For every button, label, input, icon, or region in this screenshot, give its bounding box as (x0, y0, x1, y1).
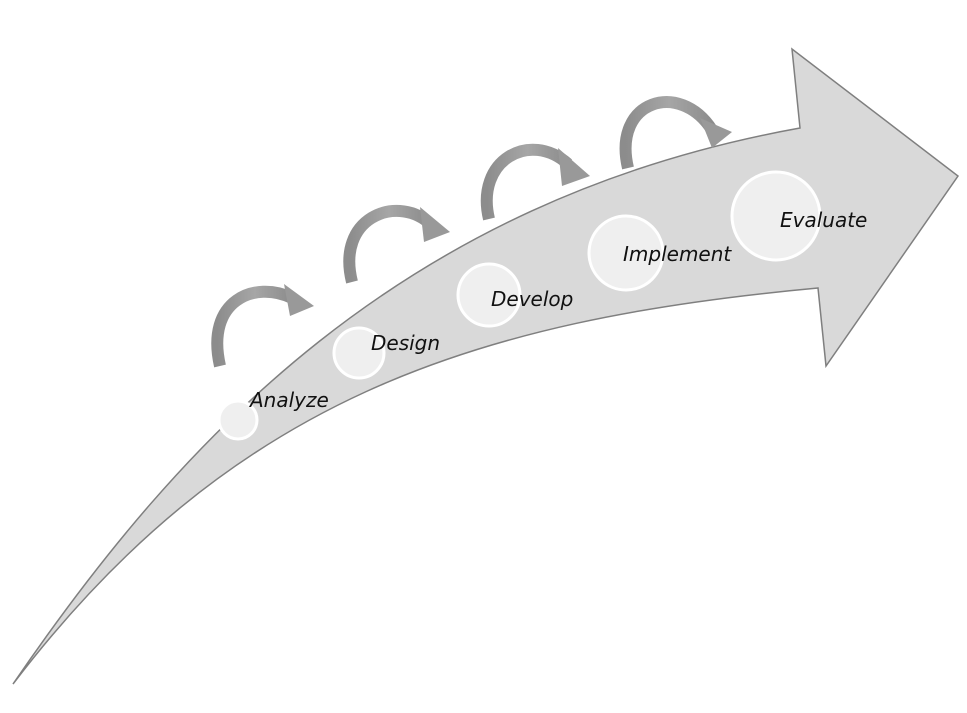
stage-circle-develop (456, 262, 522, 328)
stage-label-implement: Implement (623, 242, 732, 266)
stage-label-design: Design (371, 331, 440, 355)
stage-label-develop: Develop (491, 287, 573, 311)
main-curved-arrow (12, 47, 960, 685)
stage-circle-evaluate (730, 170, 822, 262)
curl-arrow-2 (343, 204, 450, 284)
stage-label-analyze: Analyze (248, 388, 329, 412)
curl-arrow-3 (480, 143, 590, 221)
stage-circle-analyze (217, 399, 259, 441)
curl-arrow-1 (211, 284, 314, 368)
stage-label-evaluate: Evaluate (780, 208, 867, 232)
curl-arrow-4 (619, 96, 732, 170)
stage-circle-design (332, 326, 386, 380)
stage-circle-implement (587, 214, 665, 292)
